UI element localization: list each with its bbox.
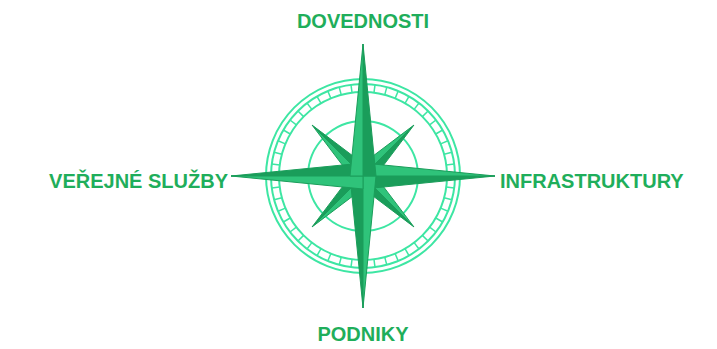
ring-tick: [422, 235, 428, 241]
ring-tick: [405, 249, 409, 256]
ring-tick: [374, 259, 375, 267]
ring-tick: [444, 198, 452, 200]
ring-tick: [430, 120, 436, 125]
ring-tick: [339, 87, 341, 95]
ring-tick: [290, 227, 296, 232]
ring-tick: [278, 208, 285, 211]
ring-tick: [395, 254, 398, 261]
ring-tick: [317, 96, 321, 103]
ring-tick: [274, 152, 282, 154]
ring-tick: [278, 141, 285, 144]
star-arm: [350, 176, 363, 308]
ring-tick: [317, 249, 321, 256]
ring-tick: [307, 103, 312, 109]
ring-tick: [405, 96, 409, 103]
ring-tick: [385, 257, 387, 265]
axis-label: DOVEDNOSTI: [297, 10, 429, 32]
axis-label: INFRASTRUKTURY: [500, 170, 684, 192]
ring-tick: [436, 218, 443, 222]
ring-tick: [283, 218, 290, 222]
ring-tick: [298, 235, 304, 241]
ring-tick: [446, 187, 454, 188]
ring-tick: [436, 130, 443, 134]
ring-tick: [441, 208, 448, 211]
axis-label: PODNIKY: [317, 323, 408, 345]
star-arm: [350, 44, 363, 176]
ring-tick: [290, 120, 296, 125]
ring-tick: [272, 164, 280, 165]
ring-tick: [430, 227, 436, 232]
axis-label: VEŘEJNÉ SLUŽBY: [49, 170, 228, 192]
star-arm: [363, 44, 376, 176]
star-arm: [231, 163, 363, 176]
ring-tick: [274, 198, 282, 200]
ring-tick: [374, 85, 375, 93]
ring-tick: [351, 259, 352, 267]
ring-tick: [414, 103, 419, 109]
ring-tick: [298, 111, 304, 117]
ring-tick: [385, 87, 387, 95]
star-arm: [363, 176, 495, 189]
ring-tick: [328, 254, 331, 261]
ring-tick: [283, 130, 290, 134]
ring-tick: [339, 257, 341, 265]
ring-tick: [444, 152, 452, 154]
ring-tick: [351, 85, 352, 93]
star-arm: [363, 176, 376, 308]
star-arm: [231, 176, 363, 189]
ring-tick: [414, 243, 419, 249]
star-arm: [363, 163, 495, 176]
ring-tick: [328, 91, 331, 98]
ring-tick: [307, 243, 312, 249]
ring-tick: [395, 91, 398, 98]
ring-tick: [441, 141, 448, 144]
ring-tick: [272, 187, 280, 188]
ring-tick: [446, 164, 454, 165]
ring-tick: [422, 111, 428, 117]
